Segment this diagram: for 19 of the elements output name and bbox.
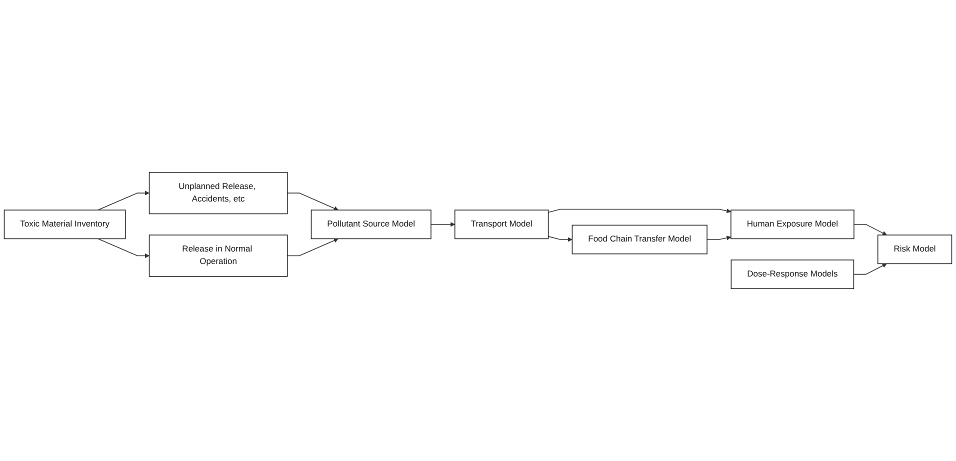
node-box: Human Exposure Model [730, 210, 854, 240]
node-box: Toxic Material Inventory [4, 210, 126, 240]
node-box: Food Chain Transfer Model [572, 224, 708, 254]
arrow [706, 236, 732, 240]
arrow [853, 263, 887, 275]
arrow [430, 222, 456, 227]
arrow [854, 224, 887, 236]
node-box: Release in Normal Operation [148, 234, 288, 277]
node-box: Transport Model [454, 210, 549, 240]
arrow [548, 236, 572, 242]
arrow [98, 190, 150, 210]
arrow [98, 238, 150, 258]
arrow [286, 192, 338, 211]
arrow [548, 208, 732, 214]
node-box: Dose-Response Models [730, 260, 854, 290]
arrow [286, 238, 338, 256]
node-box: Pollutant Source Model [310, 210, 432, 240]
node-box: Risk Model [877, 234, 952, 264]
node-box: Unplanned Release, Accidents, etc [148, 172, 288, 214]
